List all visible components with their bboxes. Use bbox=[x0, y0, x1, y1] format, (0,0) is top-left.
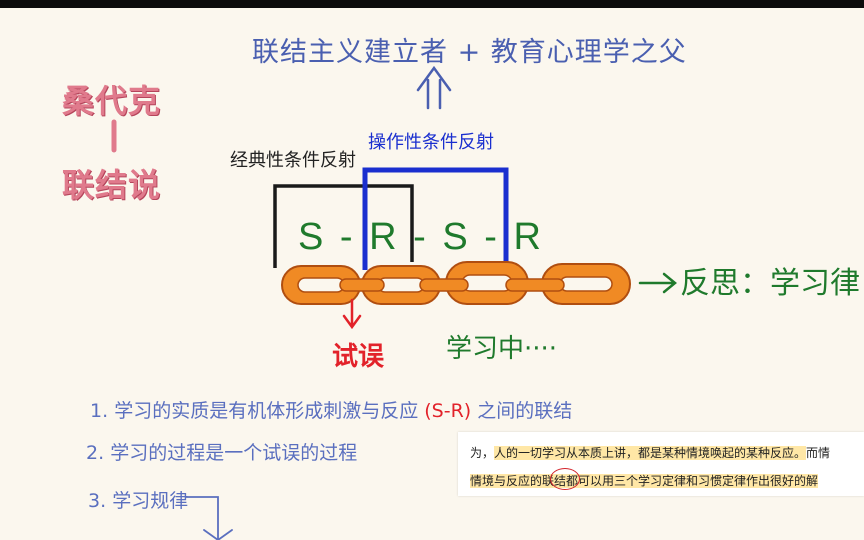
author-name: 桑代克 bbox=[62, 82, 162, 120]
quote-excerpt: 为，人的一切学习从本质上讲，都是某种情境唤起的某种反应。而情 情境与反应的联结都… bbox=[458, 432, 864, 496]
point-2: 2. 学习的过程是一个试误的过程 bbox=[86, 438, 357, 465]
quote-highlight: 都可以用三个学习定律和习惯定律作出很好的解 bbox=[566, 474, 819, 488]
down-arrow-icon bbox=[342, 298, 362, 330]
point-1: 1. 学习的实质是有机体形成刺激与反应 (S-R) 之间的联结 bbox=[90, 396, 572, 423]
pointer-arrow-icon bbox=[185, 496, 233, 540]
top-bar bbox=[0, 0, 864, 8]
point-number: 3. bbox=[88, 490, 107, 512]
theory-name: 联结说 bbox=[62, 166, 162, 204]
point-number: 2. bbox=[86, 442, 105, 464]
quote-text: 为， bbox=[470, 446, 495, 460]
operant-label: 操作性条件反射 bbox=[368, 132, 494, 153]
point-3: 3. 学习规律 bbox=[88, 486, 188, 513]
principle-label: 反思：学习律 bbox=[680, 266, 860, 301]
trial-error-label: 试误 bbox=[332, 342, 385, 372]
chain-connector bbox=[339, 278, 385, 292]
quote-line-1: 为，人的一切学习从本质上讲，都是某种情境唤起的某种反应。而情 bbox=[470, 444, 830, 461]
point-text: 学习规律 bbox=[112, 490, 189, 512]
quote-highlight: 人的一切学习从本质上讲，都是某种情境唤起的某种反应。 bbox=[494, 446, 807, 460]
point-text: 学习的实质是有机体形成刺激与反应 bbox=[114, 400, 419, 422]
operant-bracket bbox=[362, 167, 509, 270]
quote-line-2: 情境与反应的联结都可以用三个学习定律和习惯定律作出很好的解 bbox=[470, 472, 819, 489]
quote-text: 而情 bbox=[806, 446, 831, 460]
classical-bracket bbox=[273, 184, 414, 268]
classical-label: 经典性条件反射 bbox=[230, 150, 356, 171]
up-arrow-icon bbox=[416, 65, 452, 110]
point-text: 学习的过程是一个试误的过程 bbox=[110, 442, 358, 464]
annotation-circle bbox=[550, 468, 580, 490]
chain-connector bbox=[419, 278, 469, 292]
point-text: 之间的联结 bbox=[477, 400, 573, 422]
sr-chain-label: S - R - S - R bbox=[298, 216, 544, 258]
chain bbox=[281, 261, 631, 305]
point-number: 1. bbox=[90, 400, 109, 422]
chain-connector bbox=[505, 278, 565, 292]
page-title: 联结主义建立者 + 教育心理学之父 bbox=[252, 37, 687, 68]
sr-highlight: (S-R) bbox=[424, 400, 472, 422]
quote-highlight: 情境与反应的联结 bbox=[470, 474, 567, 488]
learning-label: 学习中···· bbox=[446, 334, 558, 364]
right-arrow-icon bbox=[638, 272, 677, 294]
